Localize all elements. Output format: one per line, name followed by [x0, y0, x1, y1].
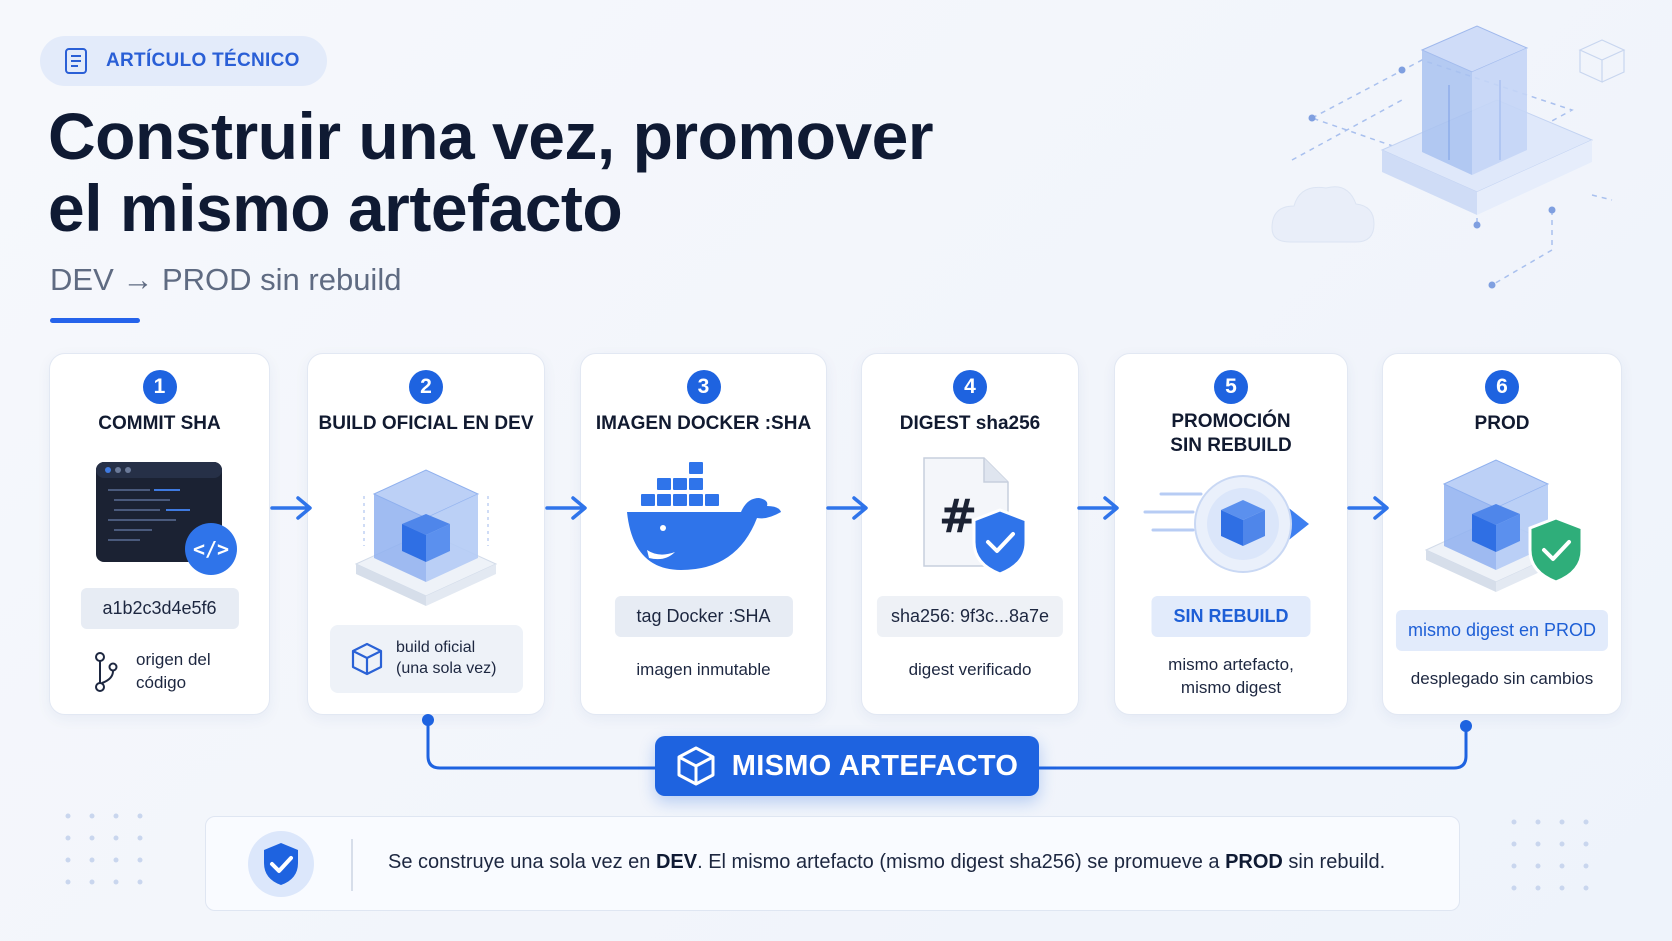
step-description: mismo artefacto, mismo digest [1168, 655, 1294, 697]
hash-document-shield-icon: # [923, 457, 1028, 576]
decorative-dot-grid [65, 813, 143, 885]
decorative-cloud-infrastructure-illustration [1271, 25, 1626, 289]
step-card-promotion: 5 PROMOCIÓN SIN REBUILD SIN REBUILD mism… [1114, 353, 1348, 715]
note-separator [351, 839, 353, 891]
build-info-box: build oficial (una sola vez) [330, 625, 523, 693]
arrow-right-icon [1347, 496, 1389, 520]
promotion-arrow-icon [1143, 475, 1309, 573]
step-card-docker-image: 3 IMAGEN DOCKER :SHA tag Docker :SHA ima… [580, 353, 827, 715]
step-title: DIGEST sha256 [899, 413, 1041, 434]
step-description: desplegado sin cambios [1410, 669, 1594, 688]
step-description: digest verificado [908, 660, 1032, 679]
step-number-badge: 2 [409, 370, 443, 404]
arrow-right-icon [545, 496, 587, 520]
title-underline [50, 318, 140, 323]
code-terminal-icon: </> [95, 462, 237, 575]
step-card-prod: 6 PROD mismo digest en PROD desplegado s… [1382, 353, 1622, 715]
svg-text:#: # [939, 489, 978, 543]
svg-text:</>: </> [192, 537, 228, 561]
step-description: imagen inmutable [636, 660, 771, 679]
decorative-dot-grid [1511, 819, 1589, 891]
document-icon [65, 48, 87, 74]
step-description: build oficial (una sola vez) [396, 639, 497, 677]
step-description: origen del código [136, 650, 211, 692]
step-card-build-dev: 2 BUILD OFICIAL EN DEV build oficial (un… [307, 353, 545, 715]
title-line-1: Construir una vez, promover [48, 99, 934, 173]
shield-check-icon [264, 843, 298, 885]
same-artifact-text: MISMO ARTEFACTO [731, 749, 1019, 782]
step-title: PROD [1474, 413, 1530, 434]
page-title: Construir una vez, promover el mismo art… [48, 100, 948, 244]
arrow-right-icon [270, 496, 312, 520]
badge-label: ARTÍCULO TÉCNICO [106, 50, 300, 71]
shield-badge [248, 831, 314, 897]
docker-whale-icon [626, 462, 781, 570]
step-title: COMMIT SHA [98, 413, 221, 434]
commit-sha-chip: a1b2c3d4e5f6 [80, 588, 239, 629]
arrow-right-icon [826, 496, 868, 520]
docker-tag-chip: tag Docker :SHA [614, 596, 793, 637]
cube-shield-icon [1424, 459, 1584, 592]
step-title: IMAGEN DOCKER :SHA [595, 413, 812, 434]
cube-platform-icon [354, 469, 498, 606]
step-card-commit-sha: 1 COMMIT SHA </> a1b2c3d4e5f6 origen del… [49, 353, 270, 715]
same-artifact-label: MISMO ARTEFACTO [655, 736, 1039, 796]
step-number-badge: 4 [953, 370, 987, 404]
step-number-badge: 6 [1485, 370, 1519, 404]
title-line-2: el mismo artefacto [48, 171, 623, 245]
step-number-badge: 3 [686, 370, 721, 404]
article-type-badge: ARTÍCULO TÉCNICO [40, 36, 327, 86]
step-number-badge: 1 [142, 370, 177, 404]
summary-note: Se construye una sola vez en DEV. El mis… [205, 816, 1460, 911]
step-title: BUILD OFICIAL EN DEV [318, 413, 534, 434]
step-card-digest: 4 DIGEST sha256 # sha256: 9f3c...8a7e di… [861, 353, 1079, 715]
page-subtitle: DEV → PROD sin rebuild [50, 262, 402, 297]
cube-outline-icon [677, 746, 715, 786]
summary-text: Se construye una sola vez en DEV. El mis… [388, 851, 1386, 873]
digest-chip: sha256: 9f3c...8a7e [876, 596, 1064, 637]
git-branch-icon [95, 652, 118, 692]
step-title: PROMOCIÓN SIN REBUILD [1170, 411, 1292, 456]
prod-digest-chip: mismo digest en PROD [1395, 610, 1609, 651]
sin-rebuild-chip: SIN REBUILD [1151, 596, 1311, 637]
step-number-badge: 5 [1214, 370, 1248, 404]
cube-outline-icon [351, 642, 383, 676]
arrow-right-icon [1077, 496, 1119, 520]
